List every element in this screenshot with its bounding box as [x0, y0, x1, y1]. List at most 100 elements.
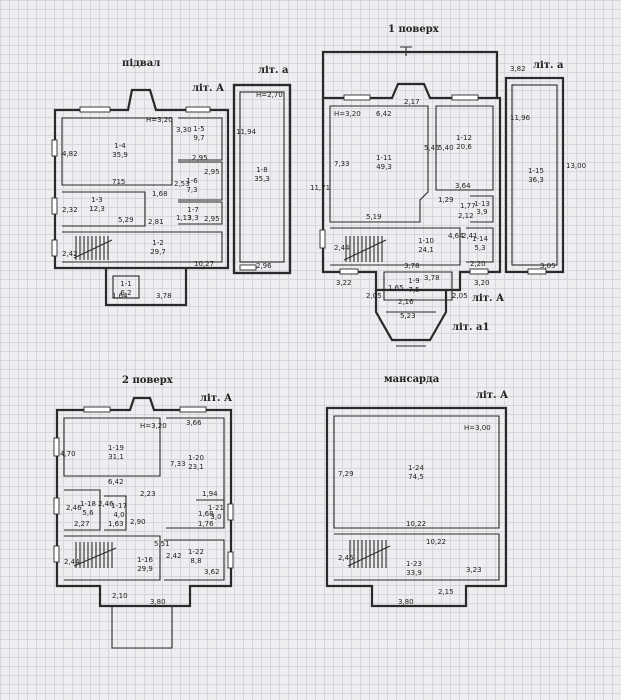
room-area: 29,7 — [150, 248, 166, 256]
dimension: 2,53 — [174, 180, 190, 188]
dimension: 7,33 — [170, 460, 186, 468]
floor2-plan: 2 поверх літ. А H=3,20 1-19 31,1 1-20 23… — [53, 375, 234, 649]
room-number: 1-6 — [186, 177, 198, 185]
floor1-annex-outline — [504, 76, 565, 274]
dimension: 2,46 — [66, 504, 82, 512]
dimension: 7,33 — [334, 160, 350, 168]
dimension: 2,42 — [166, 552, 182, 560]
dimension: 2,95 — [204, 168, 220, 176]
room-area: 36,3 — [528, 176, 544, 184]
dimension: 3,62 — [204, 568, 220, 576]
basement-pit — [104, 268, 188, 307]
room-number: 1-14 — [472, 235, 488, 243]
room-area: 35,3 — [254, 175, 270, 183]
dimension: 2,05 — [366, 292, 382, 300]
dimension: 2,23 — [140, 490, 156, 498]
room-area: 3,0 — [210, 513, 221, 521]
dimension: 3,78 — [424, 274, 440, 282]
dimension: 11,96 — [510, 114, 531, 122]
dimension: 2,96 — [256, 262, 272, 270]
dimension: 6,42 — [376, 110, 392, 118]
room-area: 35,9 — [112, 151, 128, 159]
room-number: 1-4 — [114, 142, 126, 150]
room-area: 31,1 — [108, 453, 124, 461]
dimension: 2,95 — [204, 215, 220, 223]
room-number: 1-11 — [376, 154, 392, 162]
dimension: 4,64 — [448, 232, 464, 240]
room-number: 1-3 — [91, 196, 102, 204]
window — [51, 239, 58, 257]
room-area: 33,9 — [406, 569, 422, 577]
basement-lit-a-small-label: літ. а — [258, 65, 289, 76]
dimension: 3,20 — [474, 279, 490, 287]
room-number: 1-17 — [111, 502, 127, 510]
dimension: 2,05 — [452, 292, 468, 300]
porch-outline — [374, 290, 448, 342]
floor1-title: 1 поверх — [388, 24, 440, 35]
dimension: 5,19 — [366, 213, 382, 221]
basement-lit-a-label: літ. А — [192, 83, 225, 94]
terrace-outline — [321, 50, 499, 98]
dimension: 2,90 — [130, 518, 146, 526]
floor1-lit-a-small-label: літ. а — [533, 60, 564, 71]
room-number: 1-15 — [528, 167, 544, 175]
dimension: 3,66 — [186, 419, 202, 427]
dimension: 2,17 — [404, 98, 420, 106]
room-area: 7,5 — [408, 286, 419, 294]
basement-stairs — [73, 236, 113, 260]
dimension: 2,42 — [62, 250, 78, 258]
floor1-lit-a-label: літ. А — [472, 293, 505, 304]
dimension: 1,13 — [176, 214, 192, 222]
dimension: 2,15 — [438, 588, 454, 596]
dimension: 11,71 — [310, 184, 330, 192]
room-area: 23,1 — [188, 463, 204, 471]
basement-outline — [53, 88, 230, 270]
room-area: 29,9 — [137, 565, 153, 573]
window — [83, 406, 111, 413]
dimension: 7,29 — [338, 470, 354, 478]
dimension: 2,44 — [64, 558, 80, 566]
dimension: 5,23 — [400, 312, 416, 320]
basement-plan: підвал літ. А літ. а H=3,20 H=2,70 1 — [51, 58, 292, 307]
attic-outline — [325, 406, 508, 608]
room-number: 1-19 — [108, 444, 124, 452]
room-area: 20,6 — [456, 143, 472, 151]
window — [227, 503, 234, 521]
room-area: 7,3 — [186, 186, 197, 194]
dimension: 3,64 — [455, 182, 471, 190]
height-label: H=3,00 — [464, 424, 491, 432]
dimension: 2,45 — [338, 554, 354, 562]
room-area: 3,3 — [187, 214, 198, 222]
floor2-title: 2 поверх — [122, 375, 174, 386]
room-number: 1-7 — [187, 206, 198, 214]
room-area: 9,7 — [193, 134, 204, 142]
room-area: 3,9 — [476, 208, 487, 216]
floor1-plan: 1 поверх літ. а літ. А літ. а1 H=3, — [310, 24, 586, 347]
attic-plan: мансарда літ. А H=3,00 1-24 74,5 1-23 33… — [325, 374, 509, 608]
basement-title: підвал — [122, 58, 160, 69]
dimension: 1,65 — [388, 284, 404, 292]
dimension: 5,51 — [154, 540, 170, 548]
dimension: 2,32 — [62, 206, 78, 214]
dimension: 1,68 — [152, 190, 168, 198]
window — [239, 264, 257, 271]
dimension: 3,78 — [404, 262, 420, 270]
dimension: 10,22 — [406, 520, 426, 528]
dimension: 10,22 — [426, 538, 446, 546]
dimension: 2,10 — [112, 592, 128, 600]
dimension: 3,80 — [398, 598, 414, 606]
room-area: 24,1 — [418, 246, 434, 254]
dimension: 11,94 — [236, 128, 257, 136]
height-label: H=3,20 — [146, 116, 173, 124]
room-number: 1-1 — [120, 280, 131, 288]
dimension: 715 — [112, 178, 125, 186]
dimension: 3,22 — [336, 279, 352, 287]
window — [79, 106, 111, 113]
attic-title: мансарда — [384, 374, 440, 385]
room-number: 1-10 — [418, 237, 434, 245]
room-number: 1-2 — [152, 239, 163, 247]
room-number: 1-21 — [208, 504, 224, 512]
room-number: 1-5 — [193, 125, 204, 133]
dimension: 3,80 — [150, 598, 166, 606]
